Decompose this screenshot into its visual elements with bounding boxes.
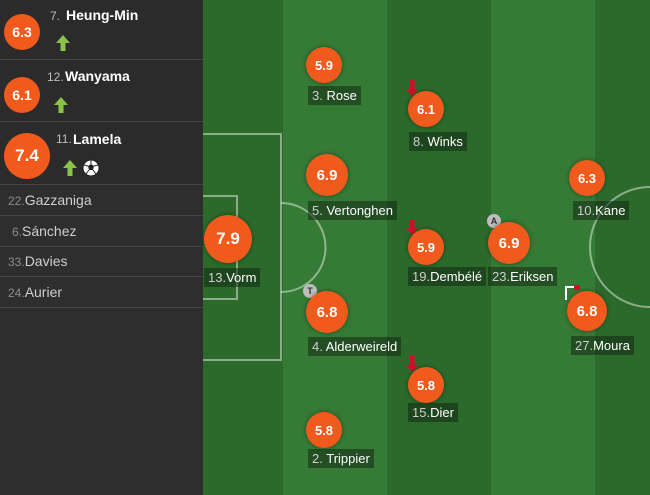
rating-badge: 5.9 (306, 47, 342, 83)
rating-badge: 6.9 (306, 154, 348, 196)
substitute-row[interactable]: 6.1 12. Wanyama (0, 60, 203, 122)
player-number: 22. (8, 194, 25, 208)
sidebar-lineup-bench: 6.3 7. Heung-Min 6.1 12. Wanyama 7.4 11.… (0, 0, 203, 495)
bench-player-row[interactable]: 6.Sánchez (0, 216, 203, 247)
rating-badge: 6.3 (4, 14, 40, 50)
rating-badge: 6.8 (567, 291, 607, 331)
sub-off-arrow-icon (406, 80, 418, 96)
red-corner-flag-icon (565, 285, 580, 300)
rating-badge: 5.8 (306, 412, 342, 448)
player-label: 3. Rose (308, 86, 361, 105)
player-name: Lamela (73, 131, 122, 147)
rating-badge: 6.9 (488, 222, 530, 264)
player-number: 6. (12, 225, 23, 239)
player-label: 2. Trippier (308, 449, 374, 468)
sub-in-arrow-icon (54, 97, 68, 113)
player-label: 8. Winks (409, 132, 467, 151)
player-name: Wanyama (65, 68, 130, 84)
player-name: Davies (24, 253, 68, 269)
rating-badge: 7.4 (4, 133, 50, 179)
sub-in-arrow-icon (56, 35, 70, 51)
goal-ball-icon (82, 159, 100, 177)
bench-player-row[interactable]: 33.Davies (0, 246, 203, 277)
player-label: 13.Vorm (204, 268, 261, 287)
rating-badge: 7.9 (204, 215, 252, 263)
rating-badge: 6.1 (4, 77, 40, 113)
sub-in-arrow-icon (63, 160, 77, 176)
sub-off-arrow-icon (406, 219, 418, 235)
player-label: 19.Dembélé (408, 267, 487, 286)
rating-badge: 5.9 (408, 229, 444, 265)
player-number: 11. (56, 132, 72, 146)
player-number: 7. (50, 9, 61, 23)
rating-badge: 6.8 (306, 291, 348, 333)
player-name: Aurier (24, 284, 63, 300)
player-number: 12. (47, 70, 64, 84)
player-name: Gazzaniga (24, 192, 92, 208)
player-label: 15.Dier (408, 403, 458, 422)
sub-off-arrow-icon (406, 356, 418, 372)
player-label: 4. Alderweireld (308, 337, 402, 356)
player-label: 27.Moura (571, 336, 634, 355)
rating-badge: 6.1 (408, 91, 444, 127)
substitute-row[interactable]: 6.3 7. Heung-Min (0, 0, 203, 60)
player-name: Heung-Min (66, 7, 139, 23)
bench-player-row[interactable]: 24.Aurier (0, 277, 203, 308)
football-pitch: 7.9 13.Vorm 5.9 3. Rose 6.9 5. Vertonghe… (203, 0, 650, 495)
player-name: Sánchez (22, 223, 77, 239)
player-label: 5. Vertonghen (308, 201, 397, 220)
player-number: 33. (8, 255, 25, 269)
bench-player-row[interactable]: 22.Gazzaniga (0, 185, 203, 216)
player-number: 24. (8, 286, 25, 300)
substitute-row[interactable]: 7.4 11. Lamela (0, 122, 203, 185)
rating-badge: 6.3 (569, 160, 605, 196)
rating-badge: 5.8 (408, 367, 444, 403)
player-label: 23.Eriksen (488, 267, 558, 286)
player-label: 10.Kane (573, 201, 630, 220)
